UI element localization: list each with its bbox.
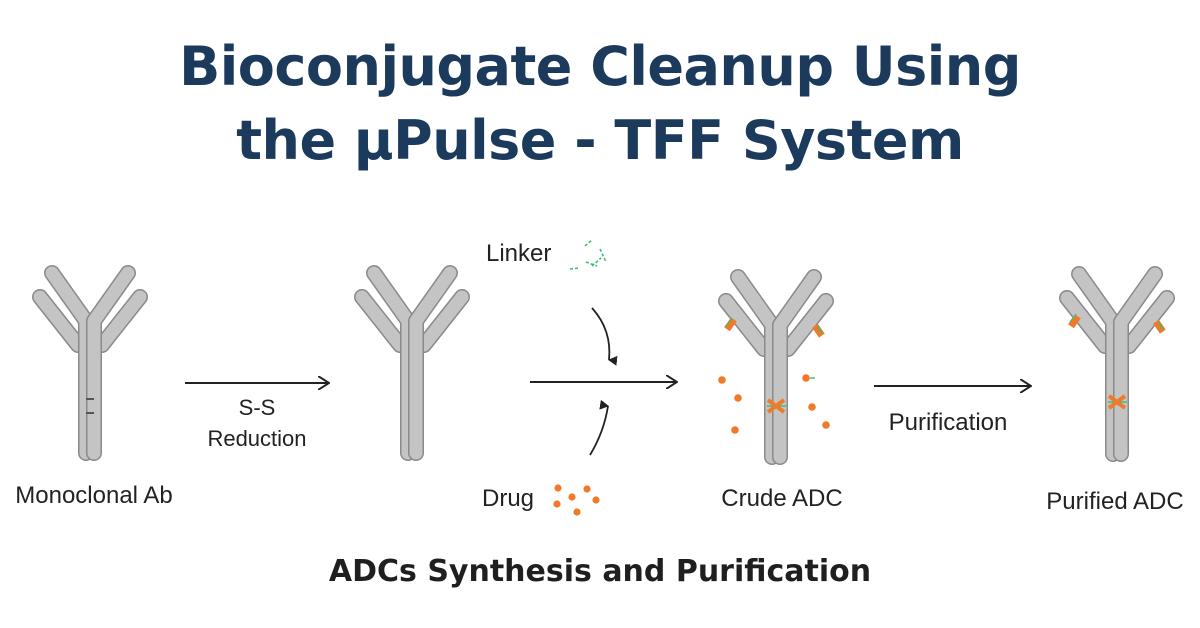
page-title: Bioconjugate Cleanup Using the µPulse - …: [0, 30, 1200, 178]
drug-label: Drug: [482, 485, 534, 512]
purified-adc-label: Purified ADC: [1046, 488, 1183, 515]
page-title-line-1: Bioconjugate Cleanup Using: [179, 35, 1021, 98]
crude-adc-label: Crude ADC: [721, 485, 842, 512]
linker-inflow-arrow: [591, 307, 618, 366]
reduced-antibody-icon: [362, 273, 462, 453]
page-title-line-2: the µPulse - TFF System: [236, 109, 964, 172]
diagram-caption: ADCs Synthesis and Purification: [328, 554, 872, 589]
purified-adc-icon: [1067, 274, 1167, 454]
reduction-label-line-1: S-S: [239, 395, 276, 420]
reduction-label-line-2: Reduction: [207, 426, 306, 451]
monoclonal-ab-label: Monoclonal Ab: [15, 482, 172, 509]
linker-label: Linker: [486, 240, 551, 267]
purification-label: Purification: [889, 409, 1008, 436]
monoclonal-antibody-icon: [40, 273, 140, 453]
drug-molecules-icon: [553, 484, 600, 516]
crude-adc-icon: [718, 277, 830, 457]
linker-icon: [569, 239, 607, 270]
drug-inflow-arrow: [589, 399, 609, 456]
